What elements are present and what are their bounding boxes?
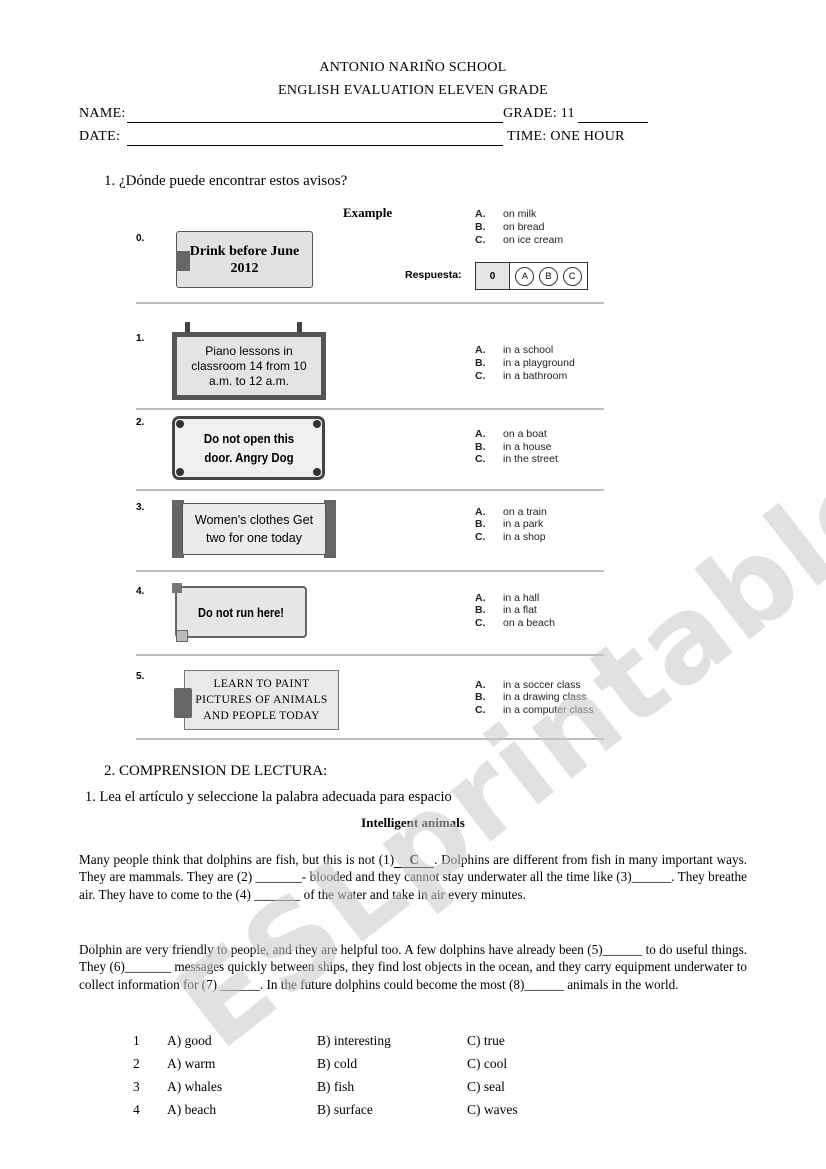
option-a: A.on a boat xyxy=(475,428,547,440)
screw-icon xyxy=(313,468,321,476)
option-c: C.on a beach xyxy=(475,617,555,629)
answer-option-b[interactable]: B) surface xyxy=(317,1102,373,1117)
example-label: Example xyxy=(343,205,393,220)
item-number: 2. xyxy=(136,417,145,428)
sign-image: Do not open this door. Angry Dog xyxy=(172,416,325,480)
time-label: TIME: ONE HOUR xyxy=(507,129,625,144)
sign-image: LEARN TO PAINT PICTURES OF ANIMALS AND P… xyxy=(184,670,339,730)
sign-corner xyxy=(176,630,188,642)
separator xyxy=(136,408,604,410)
sign-text: Drink before June 2012 xyxy=(189,243,300,276)
sign-image: Do not run here! xyxy=(175,586,307,638)
option-c: C.on ice cream xyxy=(475,234,564,246)
separator xyxy=(136,570,604,572)
answer-option-b[interactable]: B) interesting xyxy=(317,1033,391,1048)
evaluation-title: ENGLISH EVALUATION ELEVEN GRADE xyxy=(278,83,548,98)
article-title: Intelligent animals xyxy=(361,815,465,830)
sign-image: Women's clothes Get two for one today xyxy=(182,503,326,555)
sign-tab xyxy=(176,251,190,271)
answer-row-number: 1 xyxy=(133,1033,140,1048)
sign-text: LEARN TO PAINT PICTURES OF ANIMALS AND P… xyxy=(195,678,328,722)
bubble-c[interactable]: C xyxy=(562,266,582,286)
answer-option-b[interactable]: B) fish xyxy=(317,1079,355,1094)
item-number: 4. xyxy=(136,586,145,597)
sign-post xyxy=(324,500,336,558)
sign-text: Women's clothes Get two for one today xyxy=(194,513,314,545)
screw-icon xyxy=(313,420,321,428)
grade-label: GRADE: 11 xyxy=(503,106,575,121)
separator xyxy=(136,302,604,304)
option-c: C.in a bathroom xyxy=(475,370,568,382)
name-field[interactable] xyxy=(127,122,503,123)
option-a: A.in a soccer class xyxy=(475,679,581,691)
sign-image: Drink before June 2012 xyxy=(176,231,313,288)
answer-option-c[interactable]: C) cool xyxy=(467,1056,508,1071)
option-b: B.in a playground xyxy=(475,357,575,369)
item-number: 0. xyxy=(136,233,145,244)
screw-icon xyxy=(176,420,184,428)
answer-option-a[interactable]: A) beach xyxy=(167,1102,217,1117)
answer-option-c[interactable]: C) true xyxy=(467,1033,505,1048)
option-b: B.on bread xyxy=(475,221,545,233)
option-c: C.in the street xyxy=(475,453,558,465)
option-a: A.in a school xyxy=(475,344,554,356)
grade-field[interactable] xyxy=(578,122,648,123)
sign-image: Piano lessons in classroom 14 from 10 a.… xyxy=(172,332,326,400)
option-c: C.in a computer class xyxy=(475,704,594,716)
option-a: A.on a train xyxy=(475,506,547,518)
item-number: 5. xyxy=(136,671,145,682)
answer-box: 0 A B C xyxy=(475,262,588,290)
option-a: A.on milk xyxy=(475,208,537,220)
sign-clip xyxy=(174,688,192,718)
answer-blank[interactable]: C xyxy=(394,853,435,868)
separator xyxy=(136,489,604,491)
section1-heading: 1. ¿Dónde puede encontrar estos avisos? xyxy=(104,173,348,189)
answer-row-number: 2 xyxy=(133,1056,140,1071)
date-label: DATE: xyxy=(79,129,121,144)
sign-corner xyxy=(172,583,182,593)
school-name: ANTONIO NARIÑO SCHOOL xyxy=(319,60,507,75)
answer-bubbles: A B C xyxy=(510,263,587,289)
article-paragraph-1: Many people think that dolphins are fish… xyxy=(79,852,747,902)
answer-option-a[interactable]: A) whales xyxy=(167,1079,223,1094)
answer-option-c[interactable]: C) waves xyxy=(467,1102,518,1117)
answer-label: Respuesta: xyxy=(405,269,462,281)
answer-option-a[interactable]: A) good xyxy=(167,1033,212,1048)
sign-text: Do not open this door. Angry Dog xyxy=(203,431,294,465)
sign-post xyxy=(172,500,184,558)
option-b: B.in a house xyxy=(475,441,552,453)
option-a: A.in a hall xyxy=(475,592,540,604)
answer-row-number: 4 xyxy=(133,1102,140,1117)
option-b: B.in a park xyxy=(475,518,544,530)
bubble-b[interactable]: B xyxy=(538,266,558,286)
sign-text: Piano lessons in classroom 14 from 10 a.… xyxy=(191,343,307,388)
item-number: 3. xyxy=(136,502,145,513)
sign-hanger xyxy=(185,322,190,334)
section2-heading: 2. COMPRENSION DE LECTURA: xyxy=(104,763,328,779)
screw-icon xyxy=(176,468,184,476)
sign-text: Do not run here! xyxy=(198,604,284,620)
answer-number: 0 xyxy=(476,263,510,289)
answer-option-b[interactable]: B) cold xyxy=(317,1056,358,1071)
item-number: 1. xyxy=(136,333,145,344)
bubble-a[interactable]: A xyxy=(515,266,535,286)
option-b: B.in a drawing class xyxy=(475,691,587,703)
date-field[interactable] xyxy=(127,145,503,146)
separator xyxy=(136,738,604,740)
name-label: NAME: xyxy=(79,106,126,121)
answer-row-number: 3 xyxy=(133,1079,140,1094)
section2-instruction: 1. Lea el artículo y seleccione la palab… xyxy=(85,789,452,805)
separator xyxy=(136,654,604,656)
option-b: B.in a flat xyxy=(475,604,537,616)
article-paragraph-2: Dolphin are very friendly to people, and… xyxy=(79,942,747,992)
sign-hanger xyxy=(297,322,302,334)
option-c: C.in a shop xyxy=(475,531,546,543)
answer-option-a[interactable]: A) warm xyxy=(167,1056,216,1071)
answer-option-c[interactable]: C) seal xyxy=(467,1079,505,1094)
